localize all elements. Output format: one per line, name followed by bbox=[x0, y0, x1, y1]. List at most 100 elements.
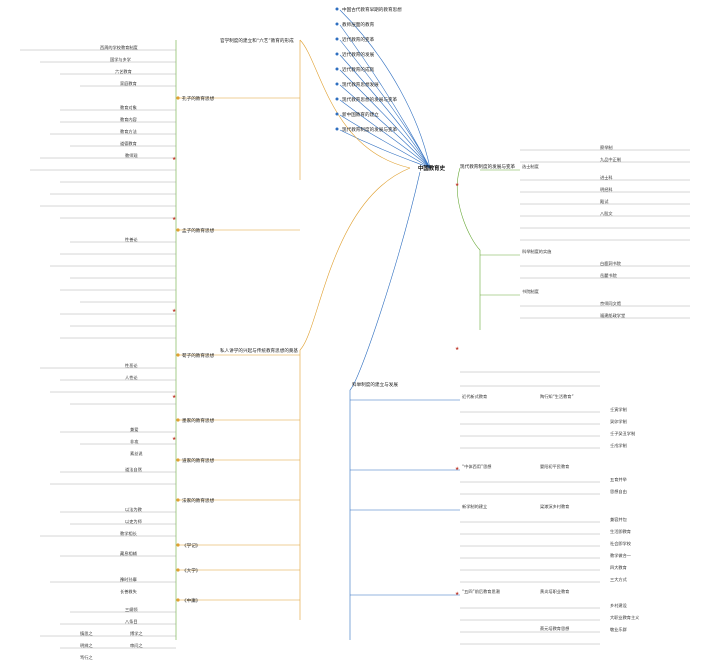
left-detail-3[interactable]: 家庭教育 bbox=[120, 80, 137, 87]
topic-right-top-8[interactable]: 现代教育制度的发展与变革 bbox=[342, 126, 398, 133]
left-detail-13[interactable]: 非攻 bbox=[130, 438, 139, 445]
right-detail-24[interactable]: 敬业乐群 bbox=[610, 626, 628, 633]
right-detail-2[interactable]: 进士科 bbox=[600, 174, 613, 181]
left-detail-16[interactable]: 以法为教 bbox=[125, 506, 143, 513]
bullet-icon bbox=[335, 82, 339, 86]
left-sub-xueji[interactable]: 《学记》 bbox=[182, 542, 200, 549]
left-detail-4[interactable]: 教育对象 bbox=[120, 104, 137, 111]
topic-right-top-5[interactable]: 现代教育思想发展 bbox=[342, 81, 379, 88]
right-detail-3[interactable]: 明经科 bbox=[600, 186, 613, 193]
right-detail-0[interactable]: 察举制 bbox=[600, 144, 613, 151]
right-detail-4[interactable]: 殿试 bbox=[600, 198, 609, 205]
left-sub-xunzi[interactable]: 荀子的教育思想 bbox=[182, 352, 215, 359]
left-detail-24[interactable]: 博学之 bbox=[130, 630, 143, 637]
right-sub-9[interactable]: 晏阳初平民教育 bbox=[540, 463, 569, 470]
left-detail-12[interactable]: 兼爱 bbox=[130, 426, 138, 433]
left-detail-23[interactable]: 八条目 bbox=[125, 618, 138, 625]
right-branch-2[interactable]: 现代教育制度的发展与变革 bbox=[460, 163, 516, 170]
right-detail-8[interactable]: 京师同文馆 bbox=[600, 300, 621, 307]
bullet-icon bbox=[335, 52, 339, 56]
left-detail-5[interactable]: 教育内容 bbox=[120, 116, 137, 123]
right-detail-7[interactable]: 岳麓书院 bbox=[600, 272, 618, 279]
left-sub-kongzi[interactable]: 孔子的教育思想 bbox=[182, 95, 215, 102]
left-detail-17[interactable]: 以吏为师 bbox=[125, 518, 142, 525]
topic-right-top-7[interactable]: 新中国教育的建立 bbox=[342, 111, 379, 118]
left-detail-15[interactable]: 道法自然 bbox=[125, 466, 142, 473]
left-sub-daxue[interactable]: 《大学》 bbox=[182, 567, 200, 574]
right-detail-6[interactable]: 白鹿洞书院 bbox=[600, 260, 622, 267]
left-detail-0[interactable]: 西周的学校教育制度 bbox=[100, 44, 139, 51]
bullet-icon bbox=[176, 418, 180, 422]
topic-right-top-4[interactable]: 近代教育的成就 bbox=[342, 66, 375, 73]
left-detail-20[interactable]: 豫时孙摩 bbox=[120, 576, 138, 583]
right-sub-7[interactable]: “五四”前后教育思潮 bbox=[462, 588, 500, 595]
left-branch-2[interactable]: 私人讲学的兴起与传统教育思想的奠基 bbox=[220, 347, 299, 354]
left-detail-14[interactable]: 素丝说 bbox=[130, 450, 143, 457]
left-detail-25[interactable]: 审问之 bbox=[130, 642, 143, 649]
bullet-icon bbox=[176, 228, 180, 232]
right-sub-4[interactable]: 近代新式教育 bbox=[462, 393, 487, 400]
central-topic[interactable]: 中国教育史 bbox=[418, 164, 446, 172]
right-detail-15[interactable]: 思想自由 bbox=[610, 488, 627, 495]
left-sub-mengzi[interactable]: 孟子的教育思想 bbox=[182, 227, 215, 234]
left-detail-26[interactable]: 慎思之 bbox=[80, 630, 93, 637]
bullet-icon bbox=[176, 568, 180, 572]
right-sub-1[interactable]: 选士制度 bbox=[522, 163, 540, 170]
right-branch-1[interactable]: 科举制度的建立与发展 bbox=[352, 381, 398, 388]
right-detail-9[interactable]: 福建船政学堂 bbox=[600, 312, 625, 319]
left-detail-28[interactable]: 笃行之 bbox=[80, 654, 93, 661]
left-detail-18[interactable]: 教学相长 bbox=[120, 530, 138, 537]
right-detail-21[interactable]: 三大方式 bbox=[610, 576, 628, 583]
topic-right-top-1[interactable]: 教师层面的教育 bbox=[342, 21, 375, 28]
right-detail-18[interactable]: 社会即学校 bbox=[610, 540, 632, 547]
right-detail-14[interactable]: 五育并举 bbox=[610, 476, 628, 483]
right-sub-8[interactable]: 陶行知“生活教育” bbox=[540, 393, 574, 400]
left-detail-1[interactable]: 国学与乡学 bbox=[110, 56, 131, 63]
right-highlights: ★ ★ ★ ★ bbox=[455, 182, 459, 597]
left-detail-21[interactable]: 长善救失 bbox=[120, 588, 138, 595]
topic-right-top-0[interactable]: 中国古代教育早期的教育思想 bbox=[342, 6, 402, 13]
left-sub-daojia[interactable]: 道家的教育思想 bbox=[182, 457, 215, 464]
left-detail-22[interactable]: 三纲领 bbox=[125, 606, 138, 613]
right-sub-12[interactable]: 蔡元培教育思想 bbox=[540, 625, 569, 632]
left-detail-11[interactable]: 人性论 bbox=[125, 374, 138, 381]
left-detail-27[interactable]: 明辨之 bbox=[80, 642, 93, 649]
bullet-icon bbox=[176, 543, 180, 547]
star-icon: ★ bbox=[172, 308, 176, 314]
right-detail-16[interactable]: 兼容并包 bbox=[610, 516, 628, 523]
right-detail-19[interactable]: 教学做合一 bbox=[610, 552, 631, 559]
left-detail-6[interactable]: 教育方法 bbox=[120, 128, 137, 135]
right-sub-5[interactable]: “中体西用”思想 bbox=[462, 463, 491, 470]
right-detail-20[interactable]: 四大教育 bbox=[610, 564, 627, 571]
right-detail-5[interactable]: 八股文 bbox=[600, 210, 613, 217]
left-detail-19[interactable]: 藏息相辅 bbox=[120, 550, 137, 557]
right-sub-6[interactable]: 新学制的建立 bbox=[462, 503, 487, 510]
right-detail-23[interactable]: 大职业教育主义 bbox=[610, 614, 640, 621]
left-detail-2[interactable]: 六艺教育 bbox=[115, 68, 132, 75]
right-detail-11[interactable]: 癸卯学制 bbox=[610, 418, 627, 425]
left-branch-1[interactable]: 官学制度的建立和“六艺”教育的形成 bbox=[220, 37, 294, 44]
right-detail-22[interactable]: 乡村建设 bbox=[610, 602, 628, 609]
topic-right-top-6[interactable]: 现代教育思想的发展与变革 bbox=[342, 96, 398, 103]
left-detail-9[interactable]: 性善论 bbox=[125, 236, 138, 243]
star-icon: ★ bbox=[455, 591, 459, 597]
right-sub-2[interactable]: 科举制度的实施 bbox=[522, 248, 552, 255]
right-detail-13[interactable]: 壬戌学制 bbox=[610, 442, 627, 449]
right-sub-3[interactable]: 书院制度 bbox=[522, 288, 540, 295]
right-detail-17[interactable]: 生活即教育 bbox=[610, 528, 631, 535]
right-sub-11[interactable]: 黄炎培职业教育 bbox=[540, 588, 569, 595]
left-highlights: ★ ★ ★ ★ ★ bbox=[172, 156, 176, 442]
topic-right-top-3[interactable]: 近代教育的发展 bbox=[342, 51, 375, 58]
right-sub-10[interactable]: 梁漱溟乡村教育 bbox=[540, 503, 569, 510]
right-detail-10[interactable]: 壬寅学制 bbox=[610, 406, 627, 413]
right-detail-1[interactable]: 九品中正制 bbox=[600, 156, 621, 163]
left-detail-8[interactable]: 教师观 bbox=[125, 152, 138, 159]
star-icon: ★ bbox=[172, 156, 176, 162]
right-detail-12[interactable]: 壬子癸丑学制 bbox=[610, 430, 635, 437]
left-sub-fajia[interactable]: 法家的教育思想 bbox=[182, 497, 215, 504]
topic-right-top-2[interactable]: 近代教育的变革 bbox=[342, 36, 375, 43]
left-detail-10[interactable]: 性恶论 bbox=[125, 362, 138, 369]
left-detail-7[interactable]: 道德教育 bbox=[120, 140, 137, 147]
left-sub-zhongyong[interactable]: 《中庸》 bbox=[182, 597, 200, 604]
left-sub-mozi[interactable]: 墨家的教育思想 bbox=[182, 417, 215, 424]
